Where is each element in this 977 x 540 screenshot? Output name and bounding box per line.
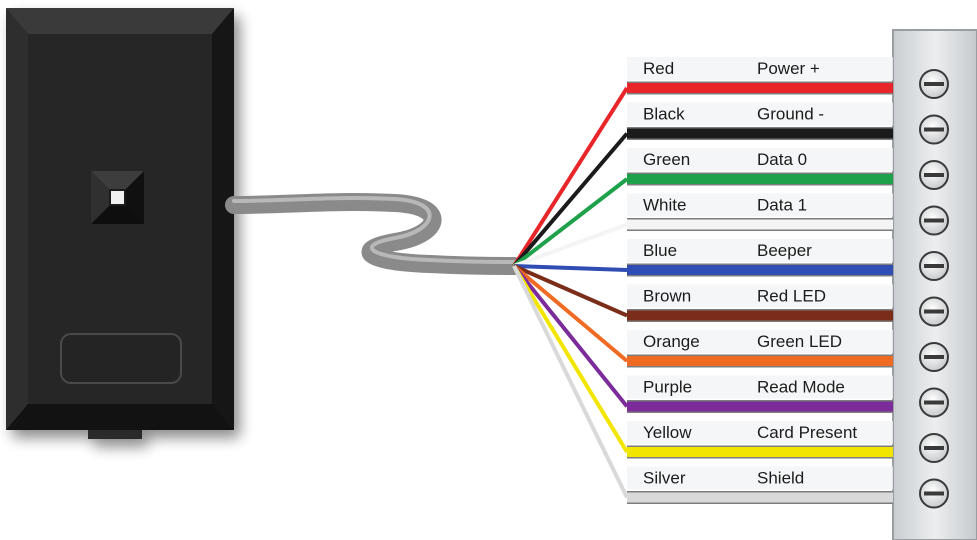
terminal-screw-slot-red — [924, 82, 944, 86]
terminal-screw-slot-purple — [924, 400, 944, 405]
wire-lead-orange — [512, 264, 629, 363]
wire-color-label-black: Black — [643, 105, 685, 124]
terminal-screw-slot-silver — [924, 491, 944, 496]
wire-function-label-black: Ground - — [757, 105, 824, 124]
wire-lead-yellow — [512, 264, 629, 454]
wire-color-label-brown: Brown — [643, 287, 691, 306]
wire-function-label-green: Data 0 — [757, 150, 807, 169]
wire-function-label-red: Power + — [757, 59, 820, 78]
wire-lead-white — [513, 222, 628, 268]
wire-color-label-red: Red — [643, 59, 674, 78]
wire-color-label-silver: Silver — [643, 469, 686, 488]
wire-color-label-orange: Orange — [643, 332, 700, 351]
wire-color-label-purple: Purple — [643, 378, 692, 397]
wire-function-label-silver: Shield — [757, 469, 804, 488]
wire-lead-brown — [513, 264, 628, 318]
wire-labels: Red Power + Black Ground - Green Data 0 White D… — [627, 57, 893, 490]
wire-color-label-white: White — [643, 196, 686, 215]
wire-function-label-white: Data 1 — [757, 196, 807, 215]
wire-color-label-blue: Blue — [643, 241, 677, 260]
label-band-green — [627, 148, 893, 171]
wire-function-label-yellow: Card Present — [757, 423, 857, 442]
wire-lead-blue — [513, 264, 628, 272]
terminal-screw-slot-brown — [924, 309, 944, 314]
reader-led-icon — [91, 171, 144, 224]
terminal-screw-slot-yellow — [924, 446, 944, 450]
label-band-blue — [627, 239, 893, 262]
label-band-red — [627, 57, 893, 80]
terminal-screw-slot-green — [924, 173, 944, 177]
label-band-orange — [627, 330, 893, 353]
reader-cable — [225, 193, 523, 275]
wire-function-label-orange: Green LED — [757, 332, 842, 351]
label-band-silver — [627, 466, 893, 490]
wire-lead-green — [512, 177, 629, 268]
wire-function-label-purple: Read Mode — [757, 378, 845, 397]
wire-color-label-green: Green — [643, 150, 690, 169]
terminal-block — [892, 29, 977, 540]
wire-lead-purple — [512, 264, 629, 408]
terminal-screws — [919, 69, 949, 509]
wire-lead-red — [512, 86, 629, 268]
reader-cable-highlight — [232, 196, 516, 264]
label-band-black — [627, 102, 893, 126]
wire-lead-black — [512, 132, 629, 268]
label-band-purple — [627, 375, 893, 399]
wire-group — [512, 81, 893, 504]
wire-function-label-blue: Beeper — [757, 241, 812, 260]
label-band-white — [627, 193, 893, 217]
wire-color-label-yellow: Yellow — [643, 423, 692, 442]
label-band-yellow — [627, 421, 893, 444]
label-band-brown — [627, 284, 893, 308]
reader-badge-window — [60, 333, 182, 384]
terminal-screw-slot-blue — [924, 264, 944, 268]
wire-lead-silver — [512, 265, 629, 499]
terminal-screw-slot-black — [924, 127, 944, 132]
wire-function-label-brown: Red LED — [757, 287, 826, 306]
terminal-screw-slot-orange — [924, 355, 944, 359]
terminal-screw-slot-white — [924, 218, 944, 223]
